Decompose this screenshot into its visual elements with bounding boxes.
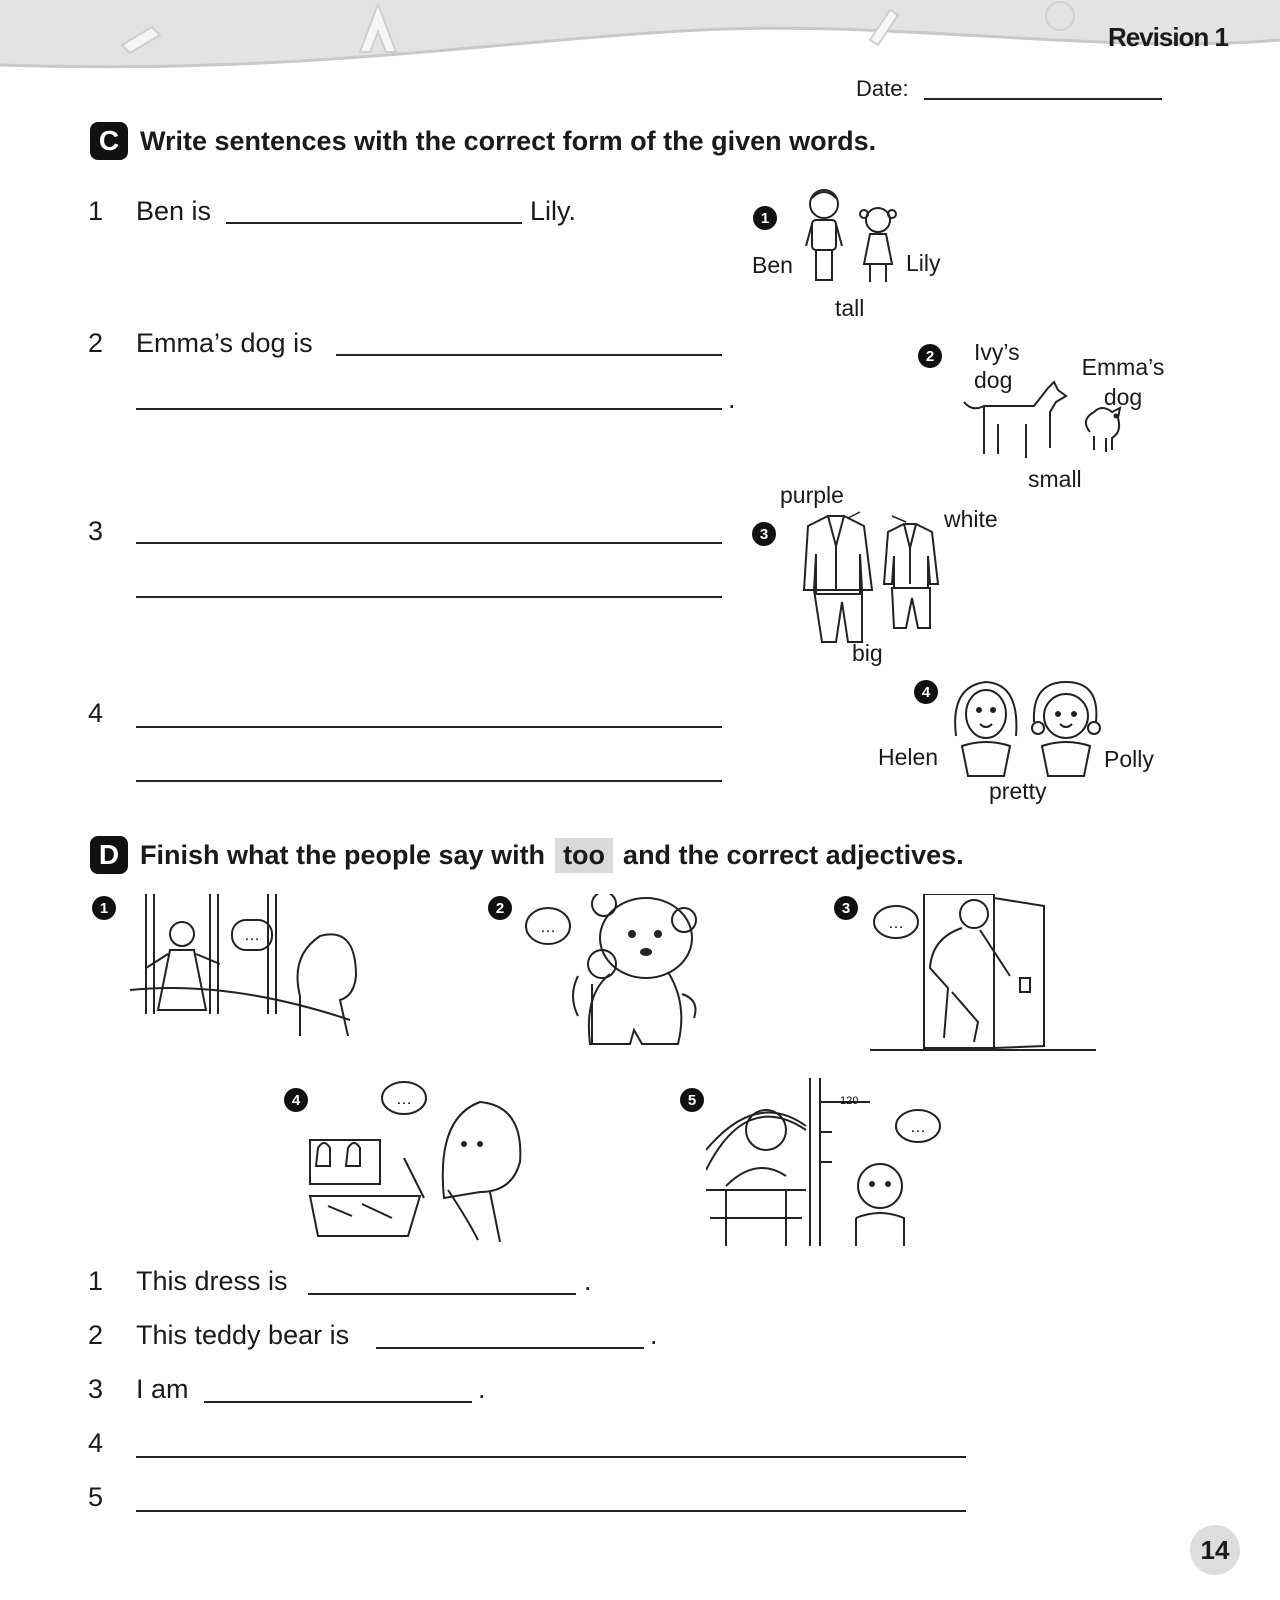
d-item-4-number: 4 [88, 1428, 104, 1458]
d-picture-3-speech: … [888, 915, 904, 932]
revision-title: Revision 1 [1107, 22, 1229, 52]
d-picture-5-number: 5 [680, 1088, 704, 1112]
section-c-heading: C Write sentences with the correct form … [90, 122, 876, 160]
dress-shop-illustration: … [129, 894, 358, 1036]
picture-2-label-small: small [1028, 466, 1082, 492]
d-item-5-number: 5 [88, 1482, 104, 1512]
c-item-2-prefix: Emma’s dog is [136, 328, 313, 358]
picture-2-number: 2 [918, 344, 942, 368]
d-item-3-prefix: I am [136, 1374, 189, 1404]
d-item-2-prefix: This teddy bear is [136, 1320, 350, 1350]
c-item-1-number: 1 [88, 196, 104, 226]
picture-1-label-lily: Lily [906, 250, 941, 276]
page-number: 14 [1190, 1525, 1240, 1575]
c-item-4-number: 4 [88, 698, 104, 728]
c-item-1-answer-line[interactable] [226, 222, 522, 224]
header-banner [0, 0, 1280, 69]
doorway-illustration: … [870, 894, 1096, 1051]
c-item-1-suffix: Lily. [530, 196, 577, 226]
ruler-mark: 120 [840, 1095, 858, 1107]
picture-3-label-purple: purple [780, 482, 844, 508]
d-item-2-answer-line[interactable] [376, 1347, 644, 1349]
d-picture-4-number: 4 [284, 1088, 308, 1112]
c-item-4-answer-line-2[interactable] [136, 780, 722, 782]
section-c-instruction: Write sentences with the correct form of… [140, 125, 877, 156]
picture-1-number: 1 [753, 206, 777, 230]
d-picture-3-number: 3 [834, 896, 858, 920]
picture-4-number: 4 [914, 680, 938, 704]
picture-3-label-white: white [944, 506, 998, 532]
d-picture-4-speech: … [396, 1091, 412, 1108]
picture-2-label-ivys-dog: Ivy’s dog [974, 339, 1020, 393]
d-item-1-period: . [584, 1266, 592, 1296]
picture-4-label-pretty: pretty [989, 778, 1047, 804]
c-item-2-number: 2 [88, 328, 104, 358]
picture-2-label-emmas-dog: Emma’s dog [1081, 354, 1165, 410]
section-d-keyword: too [555, 837, 614, 873]
suits-illustration [802, 511, 940, 643]
c-item-2-answer-line-1[interactable] [336, 354, 722, 356]
section-d-instruction-before: Finish what the people say with [140, 839, 546, 870]
c-item-2-answer-line-2[interactable] [136, 408, 722, 410]
c-item-1-prefix: Ben is [136, 196, 212, 226]
c-item-3-number: 3 [88, 516, 104, 546]
d-picture-2-speech: … [540, 919, 556, 936]
section-d-instruction-after: and the correct adjectives. [623, 839, 964, 870]
c-item-4-answer-line-1[interactable] [136, 726, 722, 728]
teddy-bear-illustration: … [525, 894, 697, 1045]
picture-3-number: 3 [752, 522, 776, 546]
picture-3-label-big: big [852, 640, 883, 666]
d-item-2-period: . [650, 1320, 658, 1350]
d-item-5-answer-line[interactable] [136, 1510, 966, 1512]
gloves-shop-illustration: … [308, 1081, 522, 1242]
date-field[interactable] [924, 98, 1162, 100]
picture-4-label-helen: Helen [878, 744, 939, 770]
date-label: Date: [856, 76, 909, 101]
picture-1-label-tall: tall [835, 295, 865, 321]
d-picture-1-number: 1 [92, 896, 116, 920]
c-item-3-answer-line-2[interactable] [136, 596, 722, 598]
picture-4-label-polly: Polly [1104, 746, 1154, 772]
d-item-2-number: 2 [88, 1320, 104, 1350]
roller-coaster-illustration: 120 … [706, 1078, 941, 1246]
d-item-3-number: 3 [88, 1374, 104, 1404]
ben-lily-illustration [805, 189, 897, 282]
helen-polly-illustration [954, 680, 1101, 777]
c-item-2-period: . [728, 384, 736, 414]
section-d-badge: D [90, 836, 128, 874]
d-item-1-number: 1 [88, 1266, 104, 1296]
d-picture-5-speech: … [910, 1119, 926, 1136]
d-item-3-answer-line[interactable] [204, 1401, 472, 1403]
dogs-illustration [963, 380, 1122, 458]
c-item-3-answer-line-1[interactable] [136, 542, 722, 544]
d-item-4-answer-line[interactable] [136, 1456, 966, 1458]
picture-1-label-ben: Ben [752, 252, 793, 278]
d-item-3-period: . [478, 1374, 486, 1404]
d-picture-2-number: 2 [488, 896, 512, 920]
section-c-badge: C [90, 122, 128, 160]
d-picture-1-speech: … [244, 927, 260, 944]
d-item-1-answer-line[interactable] [308, 1293, 576, 1295]
d-item-1-prefix: This dress is [136, 1266, 288, 1296]
section-d-heading: D Finish what the people say with too an… [90, 836, 964, 874]
